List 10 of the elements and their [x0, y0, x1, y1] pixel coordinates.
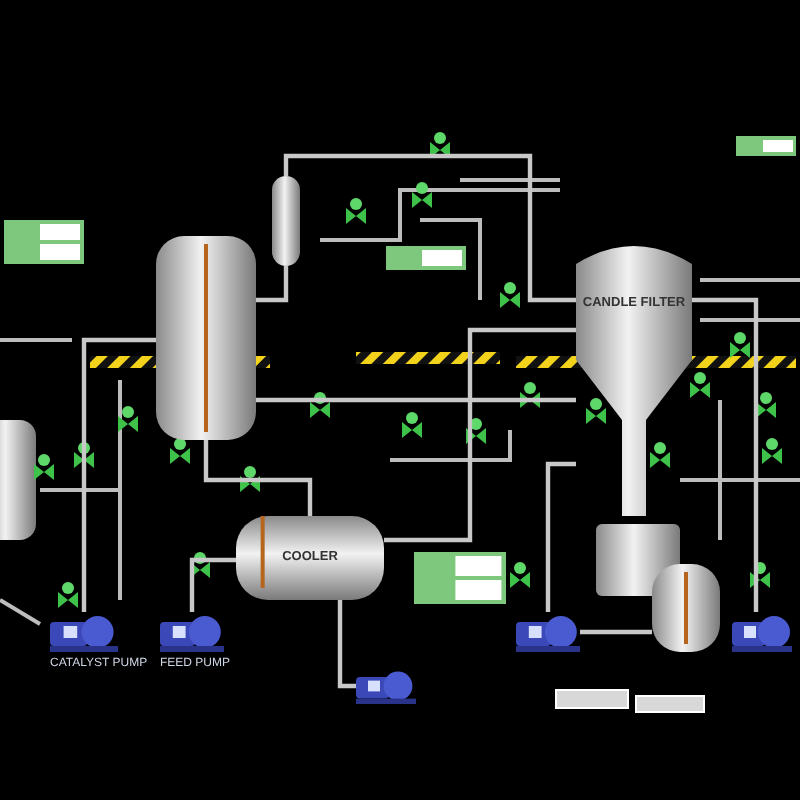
pipe-connector: [81, 337, 156, 612]
pipe-connector: [580, 629, 652, 635]
pipe-connector: [337, 600, 356, 689]
pipe-connector: [203, 440, 313, 516]
pipe-connector: [692, 297, 759, 612]
pipe-connector: [384, 327, 576, 543]
pipe-connector: [256, 266, 289, 303]
pipe-connector: [189, 557, 236, 612]
pipe-connector: [545, 461, 576, 612]
pipe-connector: [283, 153, 576, 303]
